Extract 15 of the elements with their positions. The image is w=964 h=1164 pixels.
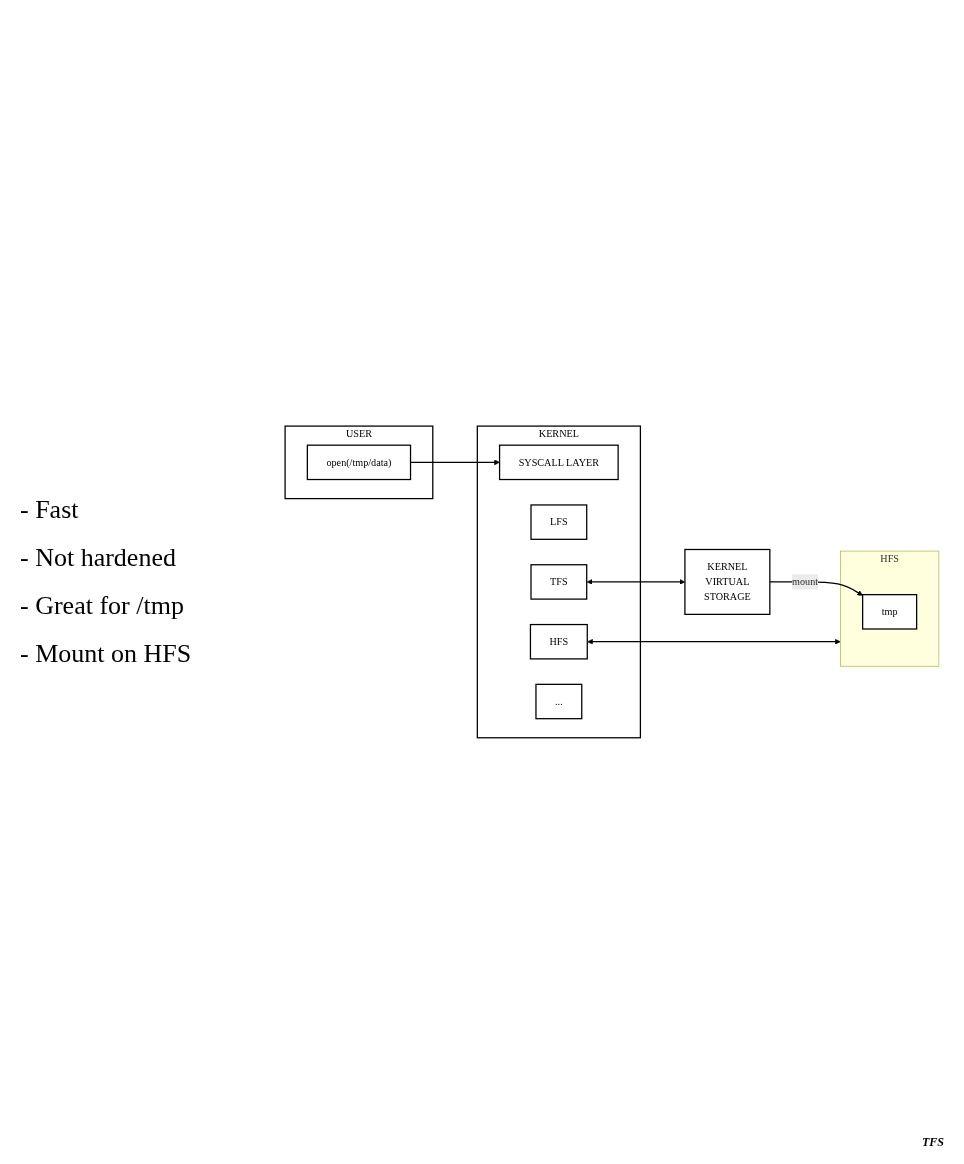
note-text: - Mount on HFS [20, 639, 193, 669]
node-box: LFS [530, 504, 588, 540]
edge-label: mount [792, 576, 819, 588]
note-text: - Fast [20, 495, 80, 525]
arrow [587, 639, 841, 645]
node-box: KERNEL VIRTUAL STORAGE [684, 548, 771, 616]
note-text: - Great for /tmp [20, 591, 185, 621]
node-box: SYSCALL LAYER [498, 444, 619, 481]
node-box: HFS [529, 623, 588, 660]
node-box: tmp [862, 594, 918, 630]
node-box: TFS [530, 564, 588, 600]
node-box: open(/tmp/data) [306, 444, 412, 481]
node-box: ... [535, 683, 583, 720]
note-text: - Not hardened [20, 543, 177, 573]
note-text: TFS [922, 1135, 944, 1150]
